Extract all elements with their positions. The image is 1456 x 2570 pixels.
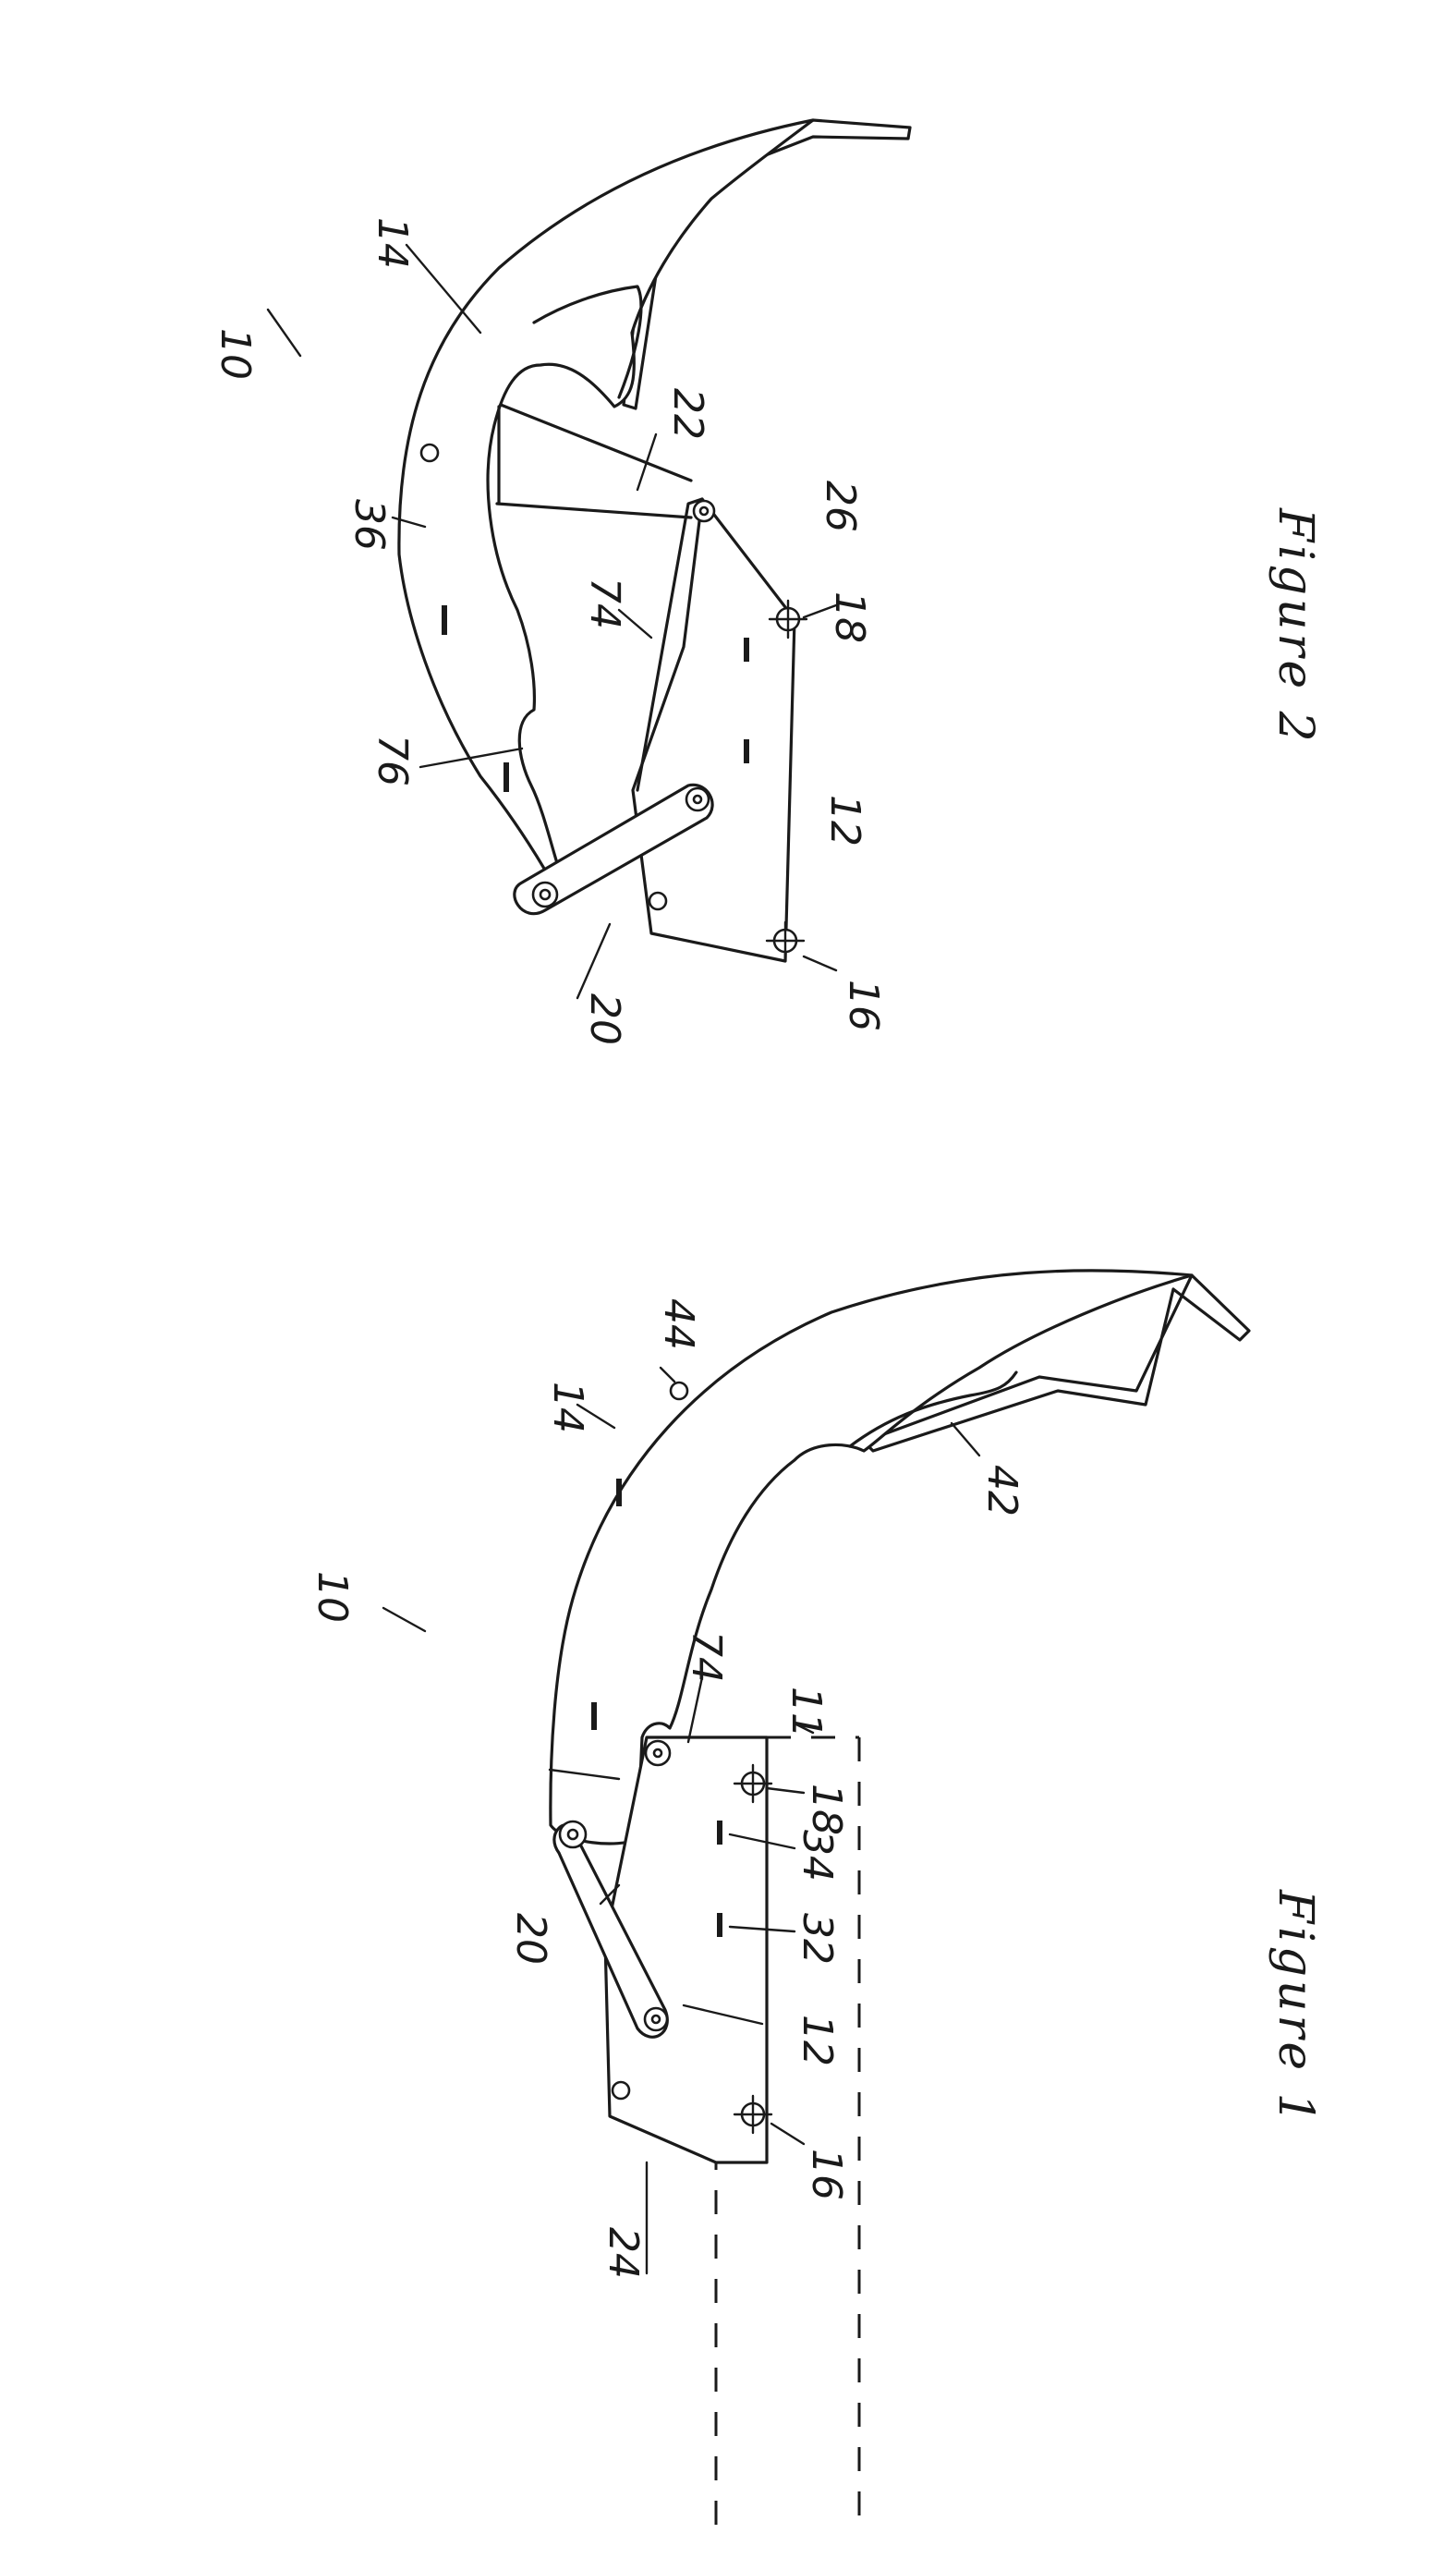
fig1-boom-pivot-center xyxy=(654,1749,661,1757)
fig1-caption: Figure 1 xyxy=(1268,1889,1323,2127)
fig2-label-74: 74 xyxy=(581,578,628,629)
fig1-label-12: 12 xyxy=(794,2015,841,2066)
fig1-leader-74 xyxy=(688,1677,702,1742)
fig2-label-10: 10 xyxy=(212,328,259,380)
figure-2 xyxy=(268,120,910,998)
fig2-slot-2 xyxy=(744,739,749,763)
fig1-label-11: 11 xyxy=(783,1687,830,1738)
fig2-leader-10 xyxy=(268,310,300,356)
figure-1 xyxy=(383,1271,1249,2532)
fig2-label-18: 18 xyxy=(826,591,873,643)
fig1-leader-16 xyxy=(771,2124,804,2144)
fig1-label-34: 34 xyxy=(794,1830,841,1882)
fig1-label-44: 44 xyxy=(655,1298,702,1350)
fig1-boom-slot-1 xyxy=(616,1479,622,1506)
fig2-frame-hole xyxy=(649,893,666,909)
fig1-label-14: 14 xyxy=(544,1382,591,1433)
fig1-label-10: 10 xyxy=(309,1571,356,1623)
fig1-frame-hole xyxy=(613,2082,629,2099)
fig2-label-22: 22 xyxy=(664,388,711,440)
fig1-label-32: 32 xyxy=(794,1913,841,1965)
fig2-leader-16 xyxy=(804,956,836,970)
fig2-boom-hole xyxy=(421,445,438,461)
fig1-leader-44 xyxy=(661,1368,674,1382)
fig2-leader-14 xyxy=(406,245,480,333)
fig1-slot-32 xyxy=(717,1913,722,1937)
fig1-label-18: 18 xyxy=(803,1784,850,1835)
fig1-label-20: 20 xyxy=(507,1913,554,1965)
fig2-leader-20 xyxy=(577,924,610,998)
fig1-slot-34 xyxy=(717,1821,722,1845)
fig1-label-74: 74 xyxy=(683,1631,730,1683)
fig2-label-12: 12 xyxy=(821,795,868,847)
fig2-link-pin-front-center xyxy=(694,796,701,803)
fig2-label-76: 76 xyxy=(369,735,416,786)
fig1-boom-slot-2 xyxy=(591,1702,597,1730)
fig1-leader-10 xyxy=(383,1608,425,1631)
fig1-link-pin-top-center xyxy=(568,1830,577,1839)
fig2-label-16: 16 xyxy=(840,980,887,1031)
fig2-slot-4 xyxy=(504,762,509,792)
fig1-leader-18 xyxy=(767,1788,804,1793)
fig2-caption: Figure 2 xyxy=(1268,507,1323,746)
fig2-slot-3 xyxy=(442,605,447,635)
fig2-label-20: 20 xyxy=(581,993,628,1045)
fig2-boom-pivot-center xyxy=(700,507,708,515)
fig2-link-pin-rear-center xyxy=(540,890,550,899)
fig1-link-pin-bottom-center xyxy=(652,2016,660,2023)
fig1-boom-hole-44 xyxy=(671,1382,687,1399)
fig2-label-14: 14 xyxy=(369,217,416,269)
fig2-label-36: 36 xyxy=(346,499,393,551)
fig1-label-42: 42 xyxy=(978,1465,1025,1516)
fig2-label-26: 26 xyxy=(817,481,864,532)
fig2-leader-22 xyxy=(637,434,656,490)
fig1-label-16: 16 xyxy=(803,2149,850,2200)
fig1-label-24: 24 xyxy=(600,2227,647,2279)
fig2-strut xyxy=(497,405,691,518)
fig2-slot-1 xyxy=(744,638,749,662)
fig1-leader-42 xyxy=(952,1423,979,1456)
